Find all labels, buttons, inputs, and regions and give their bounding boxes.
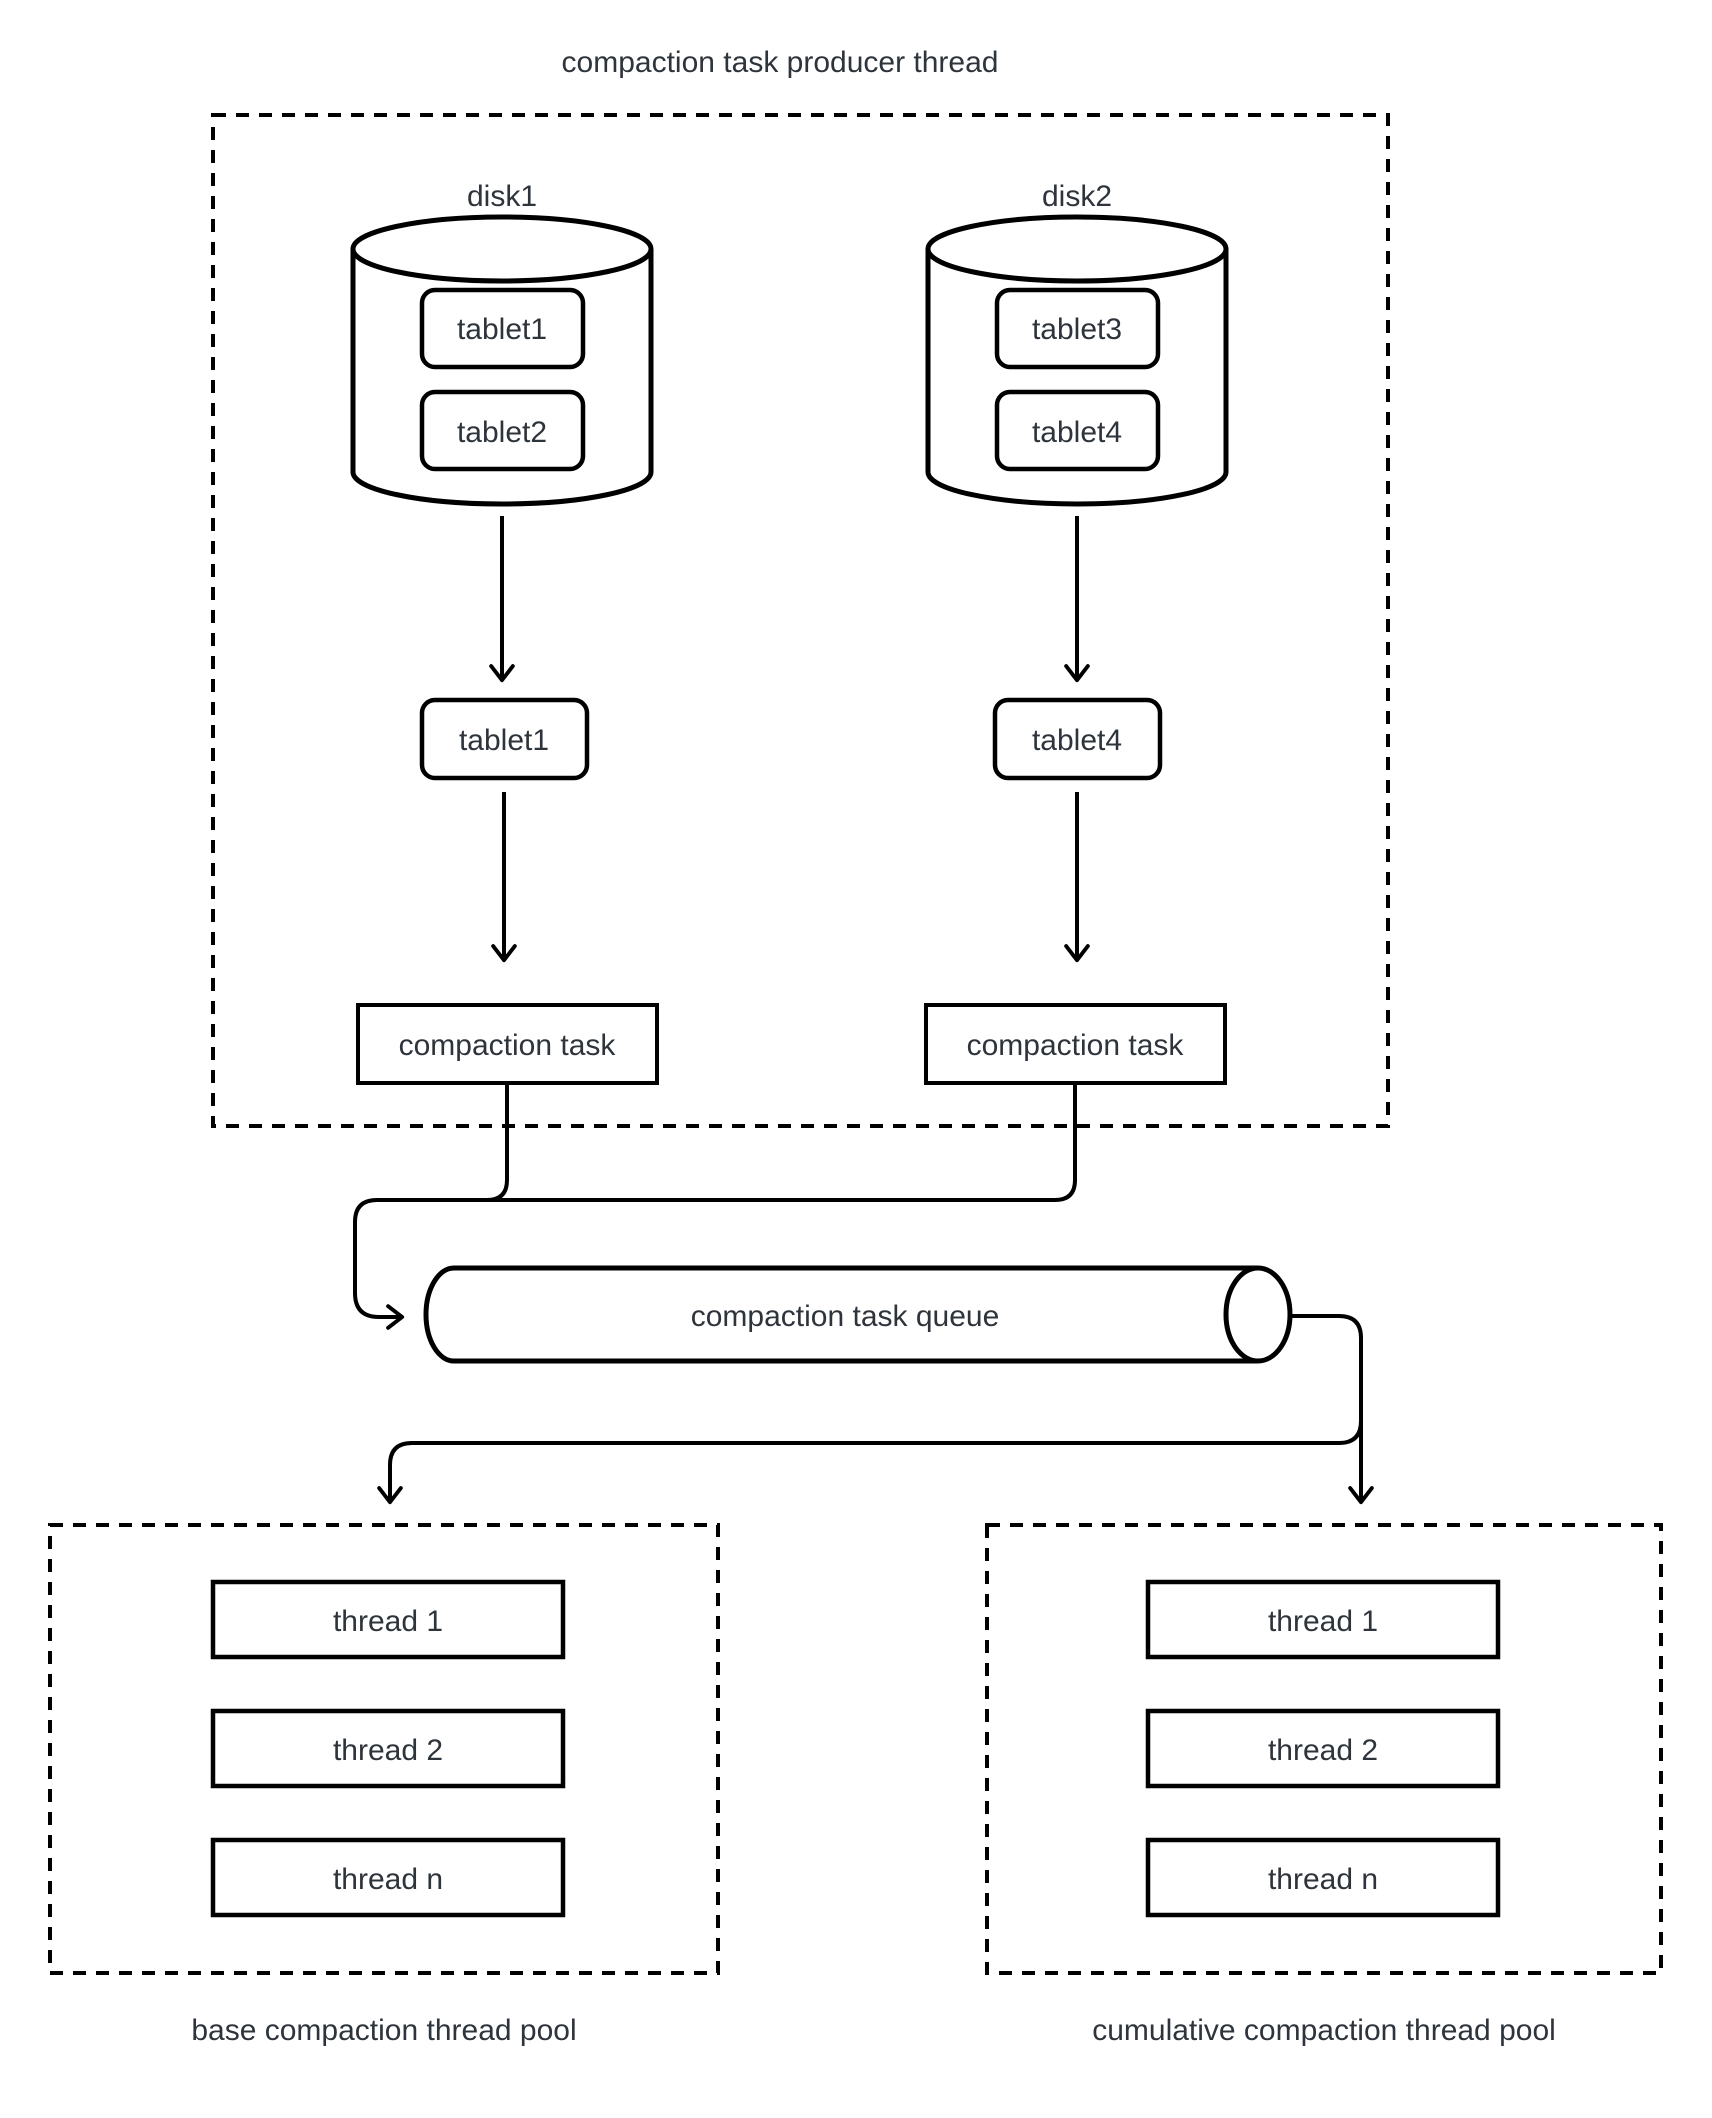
compaction-task-left-label: compaction task	[399, 1029, 617, 1062]
cumulative-pool-thread2-box	[1145, 1708, 1501, 1789]
disk1-label: disk1	[467, 180, 537, 213]
base-pool-thread1-label: thread 1	[333, 1605, 443, 1638]
cumulative-compaction-thread-pool: thread 1 thread 2 thread n cumulative co…	[985, 1523, 1663, 2047]
disk1-cylinder-top	[350, 214, 654, 284]
picked-tablet1-label: tablet1	[459, 724, 549, 757]
connector-queue-to-cumulative-pool	[1291, 1314, 1374, 1505]
cumulative-pool-threadn-label: thread n	[1268, 1863, 1378, 1896]
disk1-tablet2-label: tablet2	[457, 416, 547, 449]
cumulative-pool-thread2-label: thread 2	[1268, 1734, 1378, 1767]
cumulative-pool-thread1-label: thread 1	[1268, 1605, 1378, 1638]
compaction-task-right-label: compaction task	[967, 1029, 1185, 1062]
disk2-label: disk2	[1042, 180, 1112, 213]
connector-right-task-to-queue	[353, 1085, 1077, 1330]
cumulative-pool-container	[985, 1523, 1663, 1975]
compaction-task-left-box	[356, 1003, 659, 1085]
cumulative-pool-thread1-box	[1145, 1579, 1501, 1660]
connector-queue-to-base-pool	[377, 1338, 1363, 1505]
base-pool-thread1-box	[210, 1579, 566, 1660]
queue-label: compaction task queue	[691, 1300, 1000, 1333]
disk1-tablet2-box	[419, 389, 586, 472]
cumulative-pool-caption: cumulative compaction thread pool	[1092, 2014, 1556, 2047]
disk2-cylinder-top	[925, 214, 1229, 284]
producer-title: compaction task producer thread	[562, 46, 999, 79]
compaction-task-right-box	[924, 1003, 1227, 1085]
connector-left-task-to-queue	[465, 1085, 509, 1202]
producer-thread-container	[211, 113, 1390, 1128]
picked-tablet4-box	[992, 697, 1163, 781]
compaction-task-queue: compaction task queue	[423, 1265, 1293, 1364]
disk2-cylinder: disk2 tablet3 tablet4	[925, 180, 1229, 507]
disk2-tablet3-label: tablet3	[1032, 313, 1122, 346]
queue-cylinder-body	[423, 1265, 1258, 1364]
disk2-tablet3-box	[994, 287, 1161, 370]
disk1-tablet1-label: tablet1	[457, 313, 547, 346]
disk1-tablet1-box	[419, 287, 586, 370]
base-pool-threadn-label: thread n	[333, 1863, 443, 1896]
disk1-cylinder: disk1 tablet1 tablet2	[350, 180, 654, 507]
picked-tablet1-box	[419, 697, 590, 781]
disk2-tablet4-box	[994, 389, 1161, 472]
base-pool-thread2-box	[210, 1708, 566, 1789]
base-pool-threadn-box	[210, 1837, 566, 1918]
base-pool-thread2-label: thread 2	[333, 1734, 443, 1767]
cumulative-pool-threadn-box	[1145, 1837, 1501, 1918]
disk2-tablet4-label: tablet4	[1032, 416, 1122, 449]
queue-cylinder-cap	[1223, 1265, 1293, 1364]
base-pool-container	[48, 1523, 720, 1975]
base-compaction-thread-pool: thread 1 thread 2 thread n base compacti…	[48, 1523, 720, 2047]
picked-tablet4-label: tablet4	[1032, 724, 1122, 757]
base-pool-caption: base compaction thread pool	[191, 2014, 576, 2047]
